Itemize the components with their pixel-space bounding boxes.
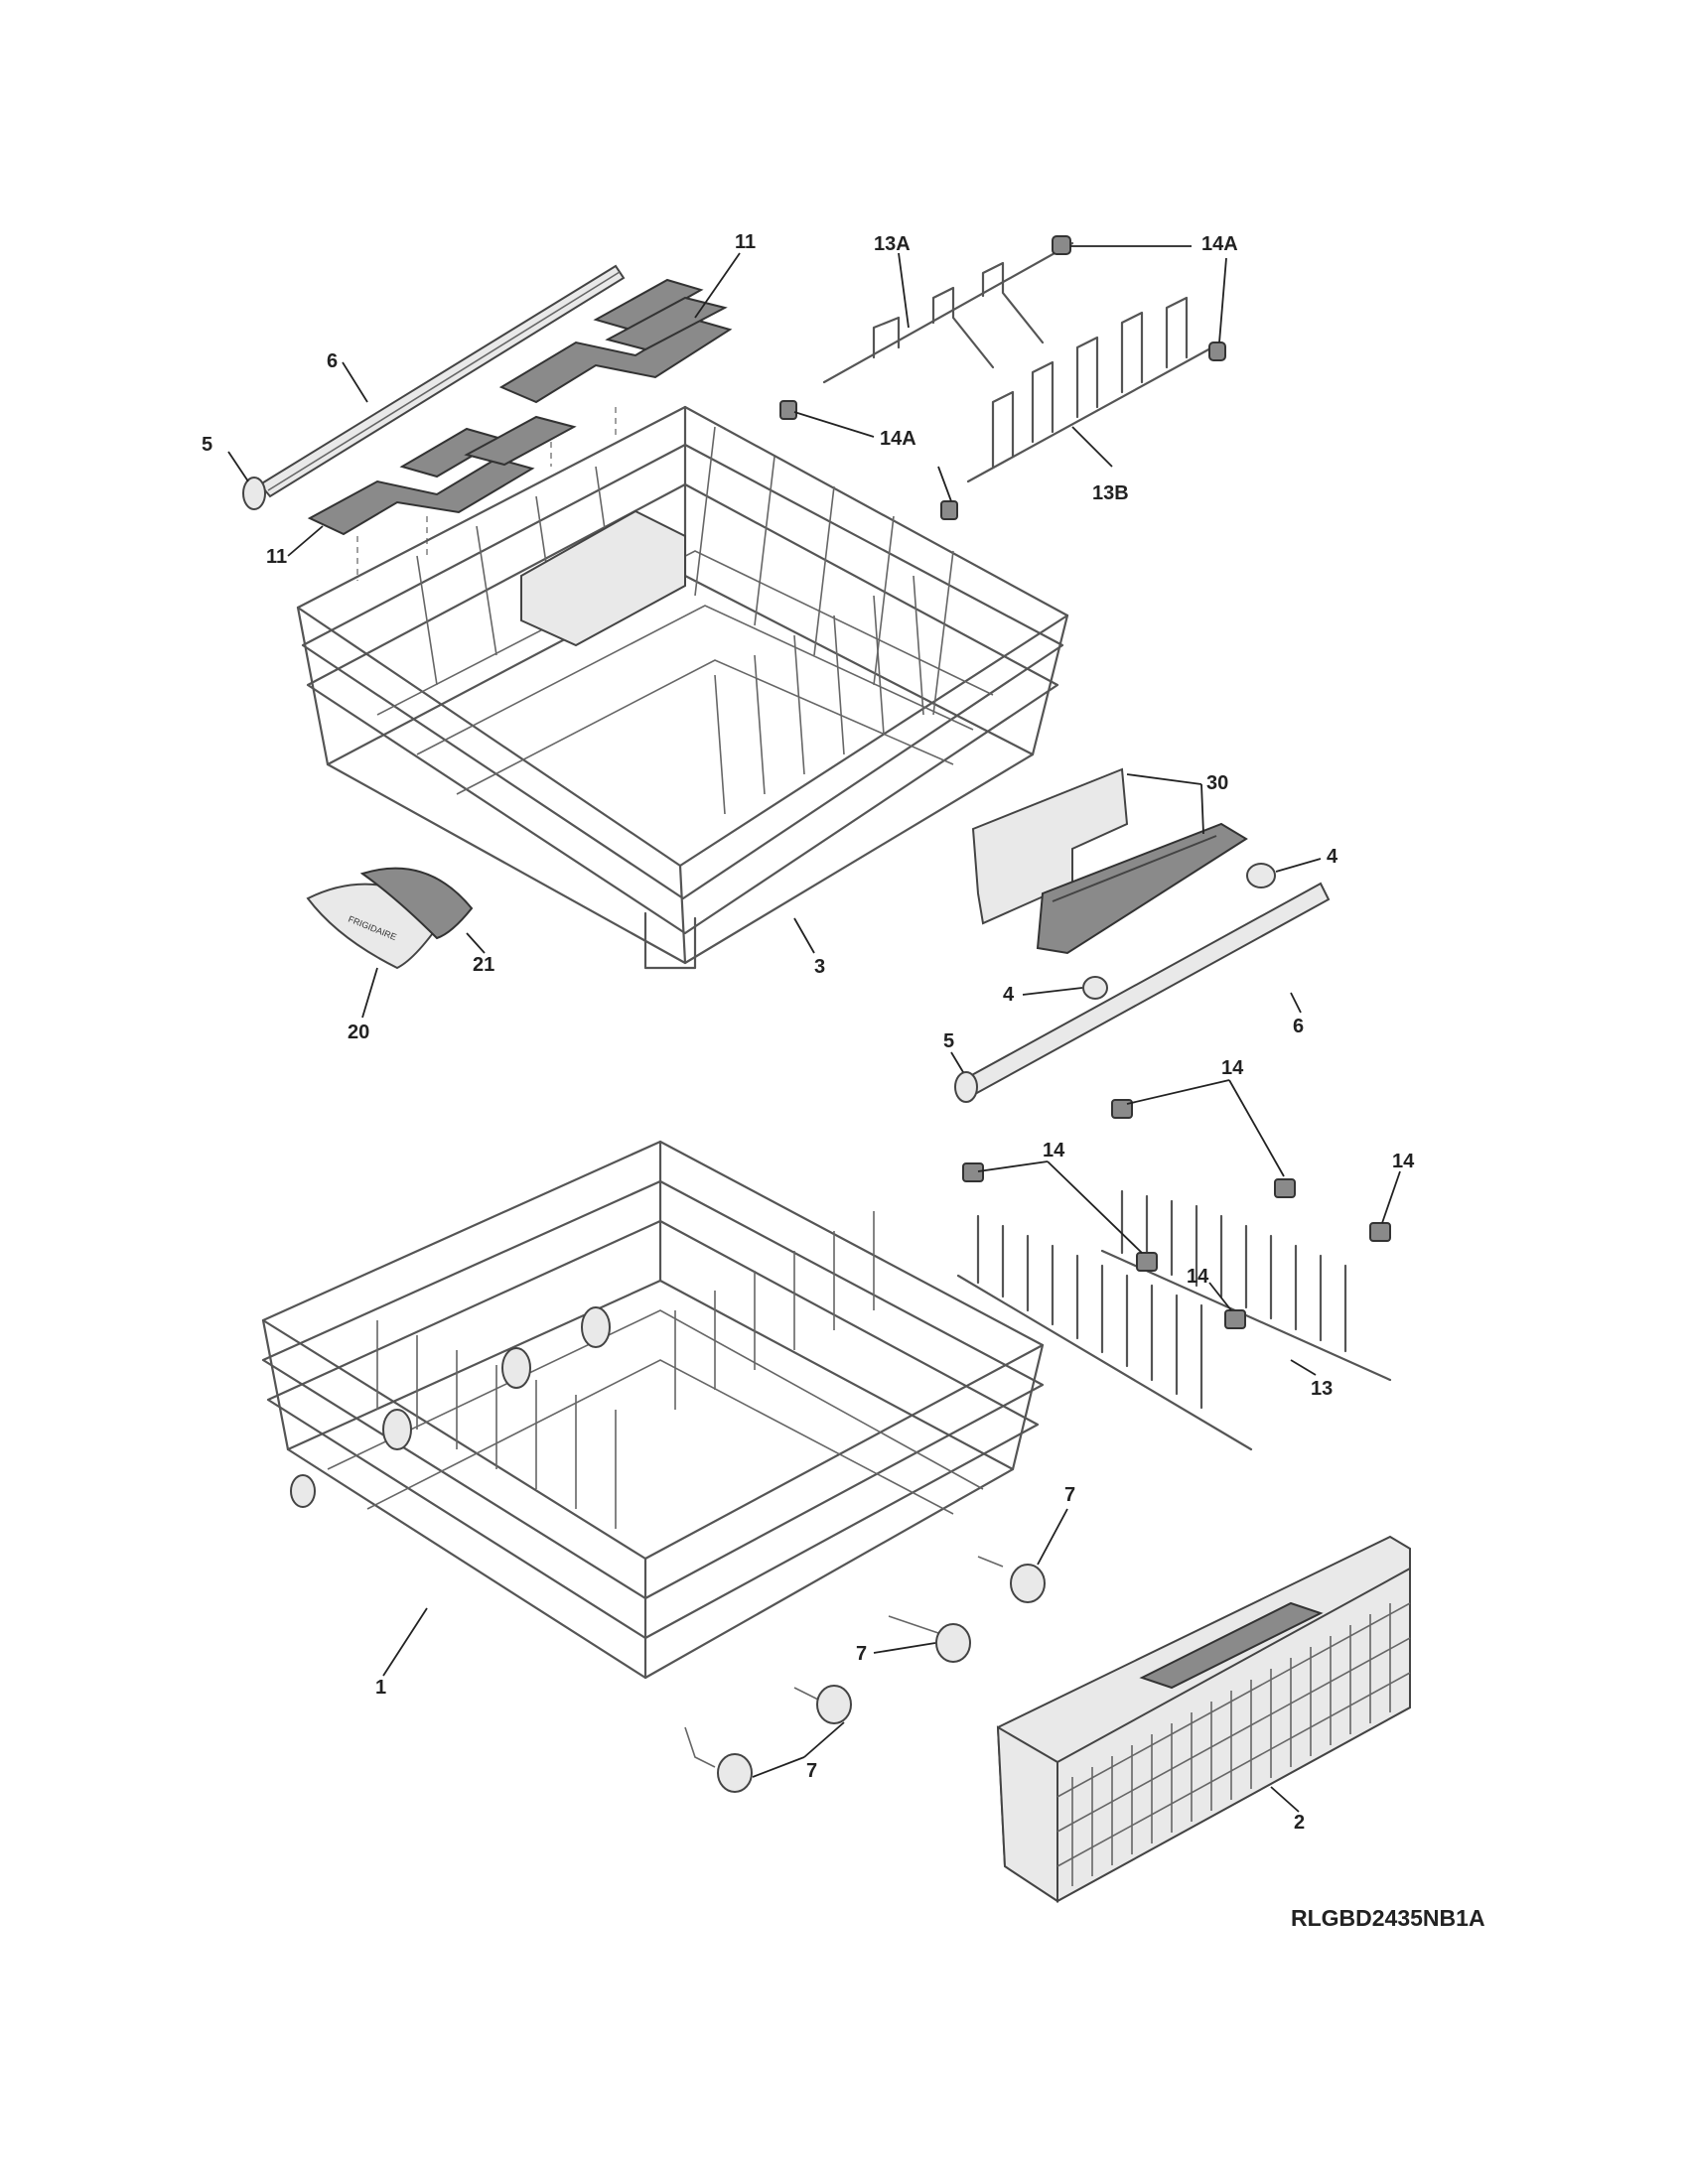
clip-14-set — [962, 1099, 1391, 1329]
callout-21: 21 — [473, 954, 494, 976]
callout-30: 30 — [1206, 772, 1228, 794]
tine-clip-11-lower — [307, 415, 577, 536]
tine-row-13-lower — [956, 1214, 1253, 1451]
callout-14-a: 14 — [1221, 1057, 1244, 1079]
callout-14a-mid: 14A — [880, 428, 916, 450]
upper-rack-3 — [296, 405, 1069, 970]
tine-row-13-upper — [1100, 1189, 1392, 1382]
callout-20: 20 — [348, 1022, 369, 1043]
callout-11-left: 11 — [266, 546, 287, 568]
silverware-basket-2 — [996, 1535, 1411, 1903]
wheel-4-right — [1246, 863, 1276, 888]
handle-mount-21 — [359, 867, 474, 940]
hinge-14a — [779, 235, 1226, 520]
callout-6-bottom: 6 — [1293, 1016, 1304, 1037]
callout-labels: 11 6 5 11 13A 14A 14A 13B 30 4 4 6 5 21 … — [202, 231, 1415, 1834]
bracket-30 — [971, 767, 1248, 955]
callout-14a-top: 14A — [1201, 233, 1238, 255]
callout-14-d: 14 — [1392, 1151, 1415, 1172]
wheel-7-set — [684, 1556, 1046, 1793]
callout-4-right: 4 — [1327, 846, 1338, 868]
callout-5-bottom: 5 — [943, 1030, 954, 1052]
callout-6-top: 6 — [327, 350, 338, 372]
callout-1: 1 — [375, 1677, 386, 1699]
callout-14-c: 14 — [1187, 1266, 1209, 1288]
callout-4-bottom: 4 — [1003, 984, 1015, 1006]
end-cap-5-top — [242, 477, 266, 510]
callout-2: 2 — [1294, 1812, 1305, 1834]
callout-11-top: 11 — [735, 231, 756, 253]
end-cap-5-lower — [954, 1071, 978, 1103]
callout-14-b: 14 — [1043, 1140, 1065, 1161]
shelf-13b — [966, 296, 1223, 483]
callout-5-top: 5 — [202, 434, 212, 456]
rail-6-lower — [966, 882, 1331, 1096]
callout-7-c: 7 — [806, 1760, 817, 1782]
callout-13: 13 — [1311, 1378, 1333, 1400]
callout-7-a: 7 — [1064, 1484, 1075, 1506]
wheel-4-bottom — [1082, 976, 1108, 1000]
leader-lines — [227, 245, 1401, 1813]
callout-3: 3 — [814, 956, 825, 978]
shelf-13a — [822, 241, 1074, 384]
tine-clip-11-upper — [498, 278, 733, 404]
callout-13a: 13A — [874, 233, 911, 255]
callout-7-b: 7 — [856, 1643, 867, 1665]
hidden-guides-11 — [356, 407, 617, 581]
lower-rack-1 — [261, 1140, 1045, 1680]
model-code: RLGBD2435NB1A — [1291, 1905, 1485, 1931]
callout-13b: 13B — [1092, 482, 1129, 504]
upper-rail-6 — [258, 264, 626, 498]
